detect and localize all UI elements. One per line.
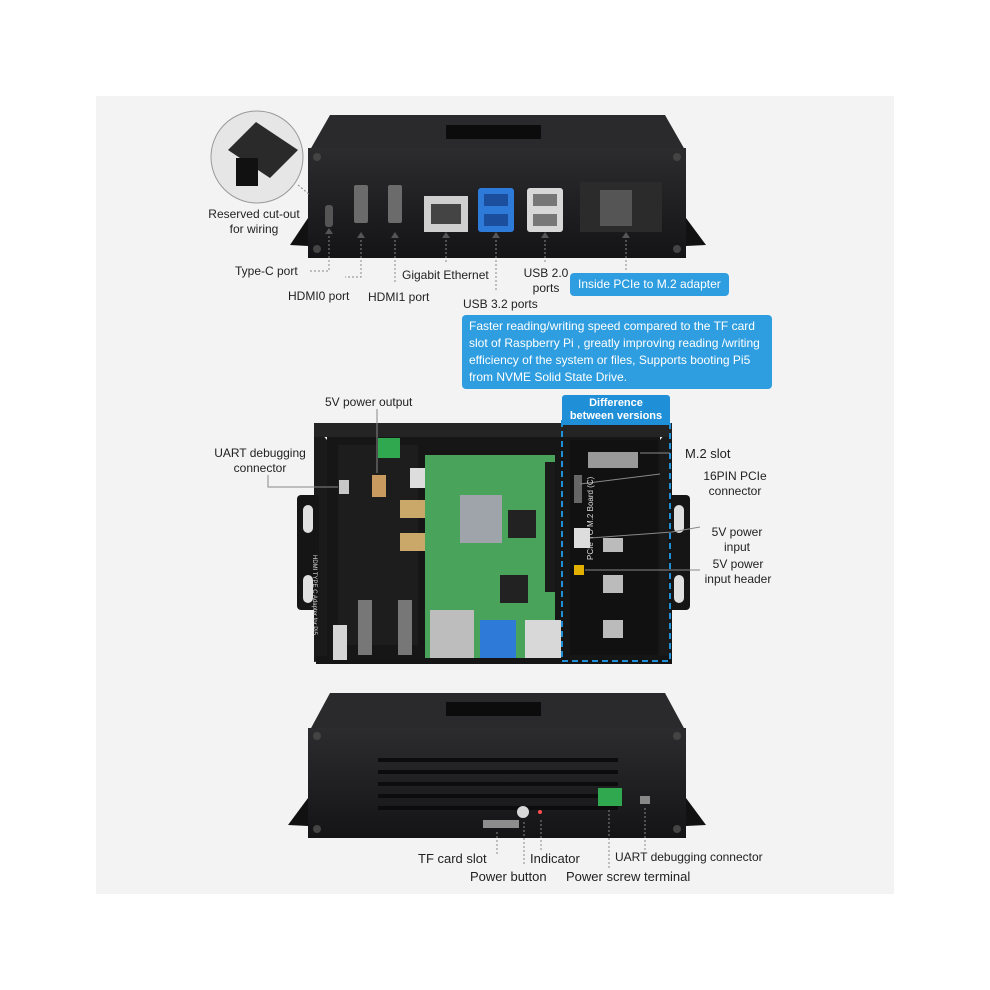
tf-card-slot-icon [483,820,519,828]
bottom-view-case [288,693,706,838]
power-screw-terminal-icon [598,788,622,806]
label-m2-slot: M.2 slot [685,446,731,461]
label-5v-power-input-header: 5V power input header [704,557,772,586]
label-usb20-ports: USB 2.0 ports [523,266,569,295]
m2-adapter-callout-title: Inside PCIe to M.2 adapter [570,273,729,296]
power-button-icon [517,806,529,818]
version-diff-badge: Difference between versions [562,395,670,425]
middle-leader-lines [267,409,701,571]
top-leader-lines [310,232,627,290]
bottom-vent-slots [378,758,618,810]
uart-port-icon [640,796,650,804]
label-5v-power-output: 5V power output [325,395,413,409]
label-gigabit-ethernet: Gigabit Ethernet [402,268,489,282]
label-indicator: Indicator [530,851,580,866]
label-power-screw-terminal: Power screw terminal [566,869,691,884]
label-reserved-cutout: Reserved cut-out for wiring [208,207,300,236]
hdmi1-port-icon [388,185,402,223]
indicator-icon [538,810,542,814]
label-type-c-port: Type-C port [235,264,298,278]
label-usb32-ports: USB 3.2 ports [463,297,538,311]
pcie-board-print: PCIe TO M.2 Board (C) [586,476,595,560]
cutout-magnifier [210,110,304,204]
label-16pin-pcie: 16PIN PCIe connector [703,469,767,498]
type-c-port-icon [325,205,333,227]
label-uart-connector-bottom: UART debugging connector [615,850,763,864]
hdmi0-port-icon [354,185,368,223]
power-output-terminal-icon [378,438,400,458]
label-power-button: Power button [470,869,547,884]
label-hdmi0-port: HDMI0 port [288,289,350,303]
adapter-board-print: HDMI TYPE C Adapter for Pi5 [311,555,317,635]
label-hdmi1-port: HDMI1 port [368,290,430,304]
label-uart-connector-top: UART debugging connector [214,446,306,475]
m2-slot-icon [588,452,638,468]
label-tf-card-slot: TF card slot [418,851,487,866]
m2-adapter-callout-body: Faster reading/writing speed compared to… [462,315,772,389]
bottom-leader-lines [496,808,646,868]
label-5v-power-input: 5V power input [711,525,763,554]
